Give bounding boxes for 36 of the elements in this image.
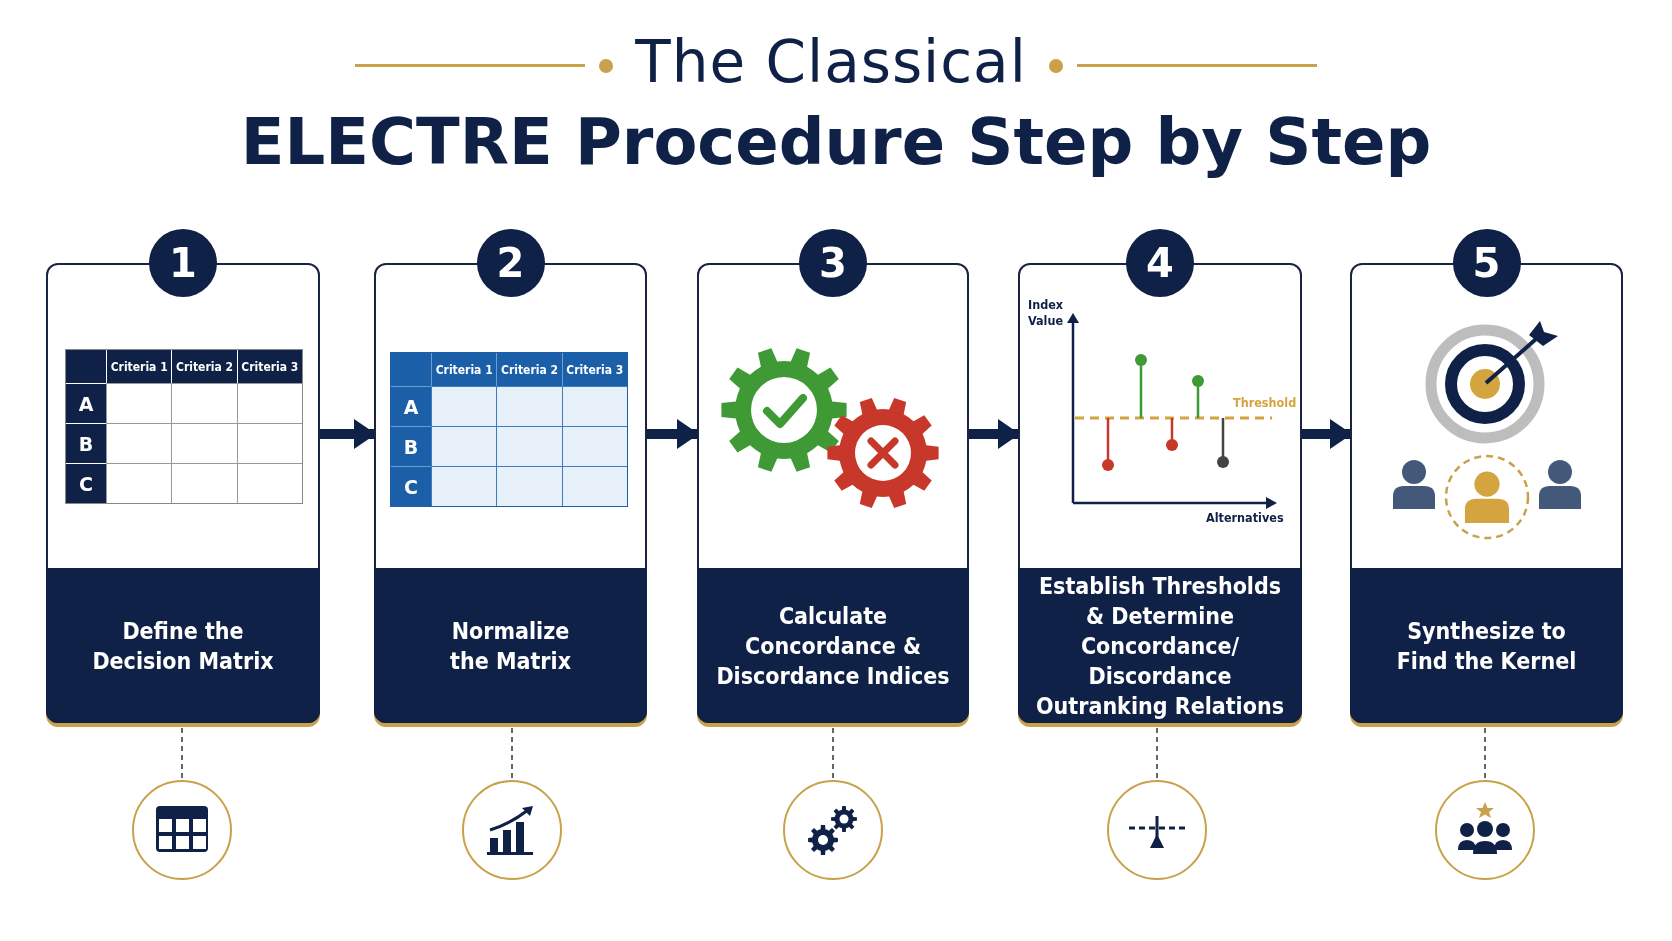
connector-line	[181, 727, 183, 781]
column-header: Criteria 2	[496, 353, 562, 386]
step-number: 2	[476, 229, 545, 297]
arrow	[969, 419, 1020, 449]
column-header: Criteria 3	[561, 353, 627, 386]
title: The Classical	[635, 28, 1027, 96]
row-header: C	[66, 463, 106, 503]
step-title: Define the Decision Matrix	[91, 616, 275, 676]
subtitle: ELECTRE Procedure Step by Step	[240, 105, 1432, 179]
step-title: Calculate Concordance & Discordance Indices	[715, 601, 951, 691]
row-header: C	[391, 466, 431, 506]
step-title: Normalize the Matrix	[449, 616, 572, 676]
row-header: B	[66, 423, 106, 463]
connector-line	[1156, 727, 1158, 781]
arrow	[1302, 419, 1352, 449]
column-header: Criteria 2	[171, 350, 237, 383]
arrow	[320, 419, 376, 449]
arrow	[647, 419, 699, 449]
step-number: 3	[799, 229, 867, 297]
step-number: 5	[1452, 229, 1521, 297]
connector-line	[832, 727, 834, 781]
column-header: Criteria 1	[106, 350, 172, 383]
column-header: Criteria 3	[236, 350, 302, 383]
column-header: Criteria 1	[431, 353, 497, 386]
row-header: A	[66, 383, 106, 423]
row-header: B	[391, 426, 431, 466]
threshold-label: Threshold	[1233, 395, 1297, 411]
axis-label: Alternatives	[1206, 510, 1284, 526]
step-title: Synthesize to Find the Kernel	[1395, 616, 1578, 676]
connector-line	[511, 727, 513, 781]
row-header: A	[391, 386, 431, 426]
step-number: 1	[149, 229, 217, 297]
step-number: 4	[1126, 229, 1194, 297]
connector-line	[1484, 727, 1486, 781]
step-title: Establish Thresholds & Determine Concordance/ Discordance Outranking Relations	[1035, 571, 1285, 721]
axis-label: Index Value	[1028, 297, 1065, 329]
